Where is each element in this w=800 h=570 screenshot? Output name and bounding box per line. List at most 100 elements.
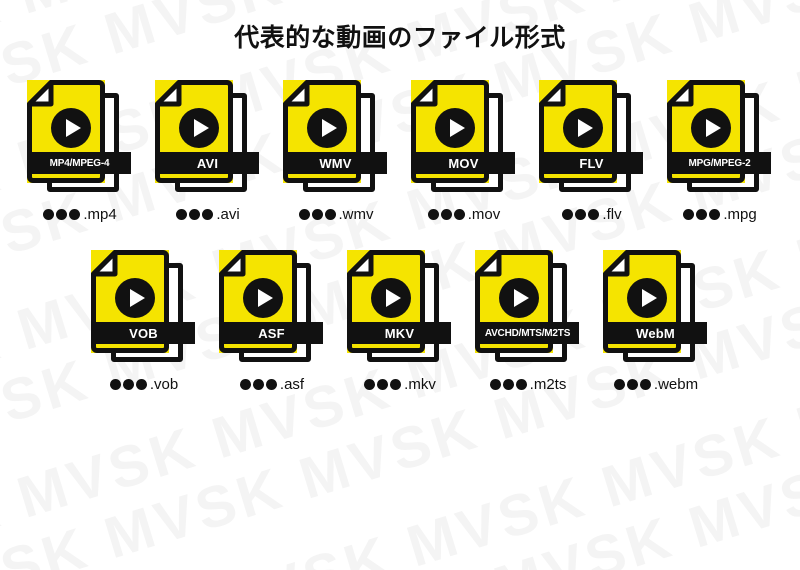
- format-label-bar: WebM: [604, 322, 707, 344]
- document-stack: MOV: [403, 78, 525, 196]
- format-label-bar: WMV: [284, 152, 387, 174]
- filename-placeholder-dot-icon: [109, 378, 121, 390]
- play-triangle-icon: [706, 119, 721, 137]
- watermark-text: MVSK MVSK MVSK MVSK MVSK MVSK MVSK MVSK …: [0, 266, 800, 570]
- filename-placeholder-dot-icon: [639, 378, 651, 390]
- file-format-item[interactable]: FLV .flv: [531, 78, 653, 223]
- extension-caption: .mp4: [19, 205, 141, 223]
- filename-placeholder-dot-icon: [252, 378, 264, 390]
- extension-caption: .mkv: [339, 375, 461, 393]
- format-label-bar: FLV: [540, 152, 643, 174]
- play-triangle-icon: [514, 289, 529, 307]
- format-label-bar: VOB: [92, 322, 195, 344]
- file-format-item[interactable]: AVCHD/MTS/M2TS .m2ts: [467, 248, 589, 393]
- extension-text: .avi: [216, 205, 240, 223]
- filename-placeholder-dot-icon: [626, 378, 638, 390]
- filename-placeholder-dot-icon: [239, 378, 251, 390]
- extension-caption: .mov: [403, 205, 525, 223]
- document-stack: MKV: [339, 248, 461, 366]
- document-stack: ASF: [211, 248, 333, 366]
- file-format-item[interactable]: MP4/MPEG-4 .mp4: [19, 78, 141, 223]
- play-button-icon[interactable]: [499, 278, 539, 318]
- play-triangle-icon: [642, 289, 657, 307]
- extension-text: .asf: [279, 375, 305, 393]
- document-stack: MP4/MPEG-4: [19, 78, 141, 196]
- play-button-icon[interactable]: [243, 278, 283, 318]
- document-stack: MPG/MPEG-2: [659, 78, 781, 196]
- filename-placeholder-dot-icon: [69, 208, 81, 220]
- play-triangle-icon: [386, 289, 401, 307]
- file-format-item[interactable]: MOV .mov: [403, 78, 525, 223]
- play-button-icon[interactable]: [691, 108, 731, 148]
- filename-placeholder-dot-icon: [135, 378, 147, 390]
- filename-placeholder-dot-icon: [515, 378, 527, 390]
- play-button-icon[interactable]: [627, 278, 667, 318]
- filename-placeholder-dot-icon: [324, 208, 336, 220]
- play-button-icon[interactable]: [307, 108, 347, 148]
- extension-text: .webm: [653, 375, 699, 393]
- format-label-bar: MPG/MPEG-2: [668, 152, 771, 174]
- poster-canvas: 代表的な動画のファイル形式 MP4/MPEG-4 .mp4 AVI .avi WMV .w…: [0, 24, 800, 393]
- file-format-row-2: VOB .vob ASF .asf MKV .mkv AVCHD/MTS/M2TS .m2ts…: [0, 248, 800, 393]
- document-stack: AVCHD/MTS/M2TS: [467, 248, 589, 366]
- filename-placeholder-dot-icon: [502, 378, 514, 390]
- extension-caption: .m2ts: [467, 375, 589, 393]
- extension-text: .mkv: [404, 375, 436, 393]
- filename-placeholder-dot-icon: [696, 208, 708, 220]
- extension-caption: .wmv: [275, 205, 397, 223]
- file-format-item[interactable]: WebM .webm: [595, 248, 717, 393]
- page-title: 代表的な動画のファイル形式: [234, 24, 566, 52]
- play-triangle-icon: [66, 119, 81, 137]
- document-stack: VOB: [83, 248, 205, 366]
- extension-text: .m2ts: [529, 375, 567, 393]
- filename-placeholder-dot-icon: [202, 208, 214, 220]
- play-triangle-icon: [450, 119, 465, 137]
- extension-caption: .mpg: [659, 205, 781, 223]
- format-label-bar: ASF: [220, 322, 323, 344]
- extension-text: .mov: [467, 205, 501, 223]
- play-triangle-icon: [258, 289, 273, 307]
- play-button-icon[interactable]: [435, 108, 475, 148]
- play-triangle-icon: [130, 289, 145, 307]
- filename-placeholder-dot-icon: [265, 378, 277, 390]
- file-format-item[interactable]: MKV .mkv: [339, 248, 461, 393]
- filename-placeholder-dot-icon: [176, 208, 188, 220]
- filename-placeholder-dot-icon: [562, 208, 574, 220]
- document-stack: WMV: [275, 78, 397, 196]
- filename-placeholder-dot-icon: [189, 208, 201, 220]
- play-button-icon[interactable]: [563, 108, 603, 148]
- extension-text: .wmv: [338, 205, 374, 223]
- format-label-bar: AVI: [156, 152, 259, 174]
- format-label-bar: MOV: [412, 152, 515, 174]
- filename-placeholder-dot-icon: [440, 208, 452, 220]
- play-triangle-icon: [578, 119, 593, 137]
- filename-placeholder-dot-icon: [364, 378, 376, 390]
- filename-placeholder-dot-icon: [489, 378, 501, 390]
- play-triangle-icon: [194, 119, 209, 137]
- extension-text: .mp4: [83, 205, 117, 223]
- filename-placeholder-dot-icon: [683, 208, 695, 220]
- filename-placeholder-dot-icon: [427, 208, 439, 220]
- play-button-icon[interactable]: [179, 108, 219, 148]
- extension-caption: .webm: [595, 375, 717, 393]
- filename-placeholder-dot-icon: [122, 378, 134, 390]
- file-format-item[interactable]: MPG/MPEG-2 .mpg: [659, 78, 781, 223]
- file-format-row-1: MP4/MPEG-4 .mp4 AVI .avi WMV .wmv MOV .mov FLV .f…: [0, 78, 800, 223]
- extension-caption: .asf: [211, 375, 333, 393]
- play-button-icon[interactable]: [51, 108, 91, 148]
- extension-text: .flv: [602, 205, 622, 223]
- filename-placeholder-dot-icon: [709, 208, 721, 220]
- file-format-item[interactable]: ASF .asf: [211, 248, 333, 393]
- document-stack: FLV: [531, 78, 653, 196]
- filename-placeholder-dot-icon: [56, 208, 68, 220]
- document-stack: WebM: [595, 248, 717, 366]
- play-button-icon[interactable]: [115, 278, 155, 318]
- file-format-item[interactable]: AVI .avi: [147, 78, 269, 223]
- extension-caption: .vob: [83, 375, 205, 393]
- format-label-bar: MKV: [348, 322, 451, 344]
- filename-placeholder-dot-icon: [588, 208, 600, 220]
- play-button-icon[interactable]: [371, 278, 411, 318]
- file-format-item[interactable]: VOB .vob: [83, 248, 205, 393]
- file-format-item[interactable]: WMV .wmv: [275, 78, 397, 223]
- filename-placeholder-dot-icon: [575, 208, 587, 220]
